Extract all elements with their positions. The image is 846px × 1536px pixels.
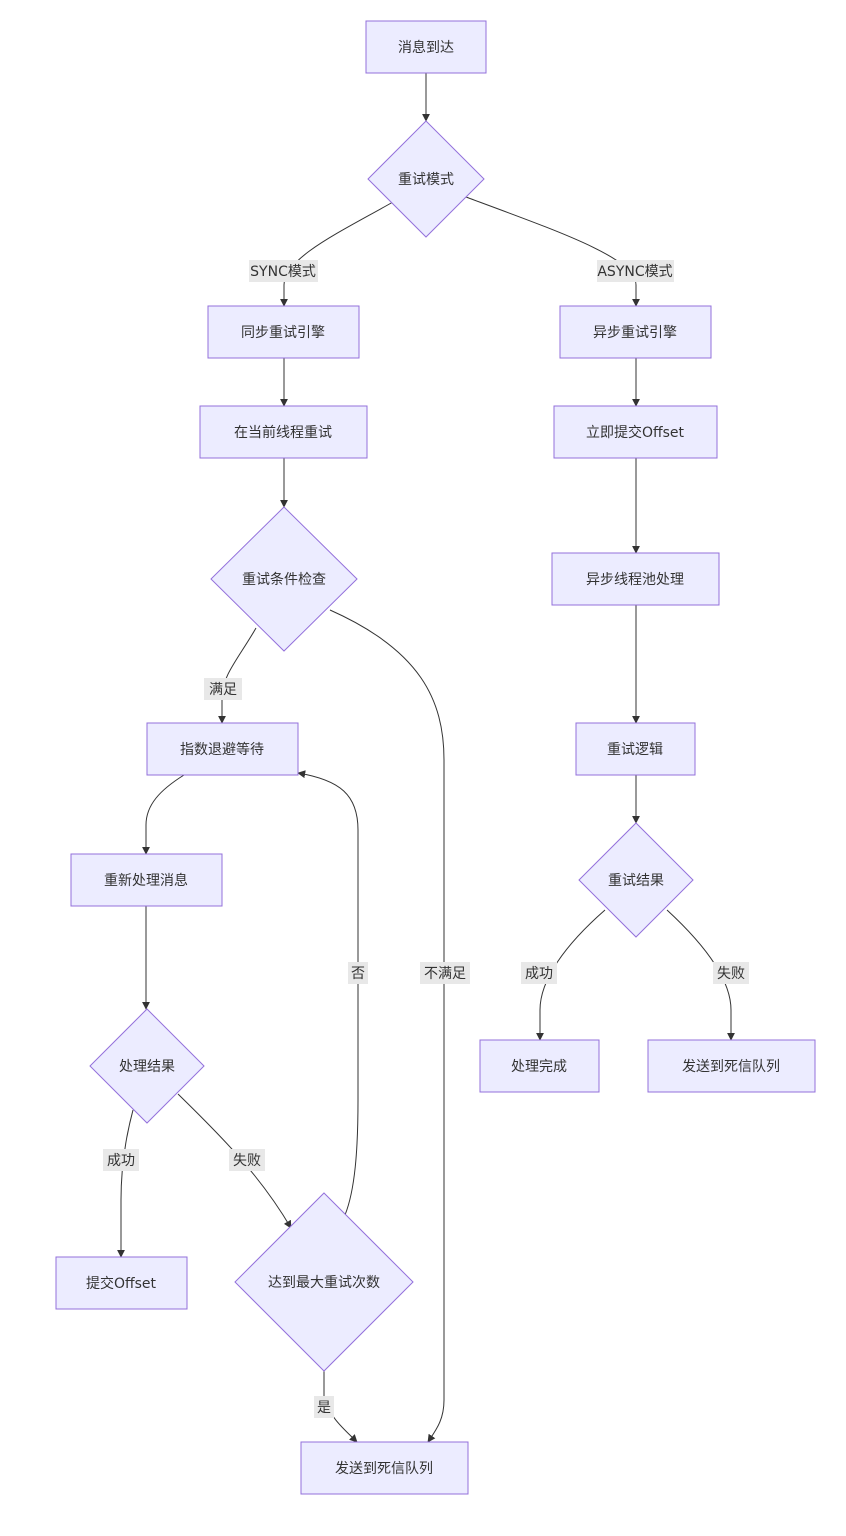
svg-text:失败: 失败 xyxy=(233,1153,261,1169)
node-dlq-sync: 发送到死信队列 xyxy=(300,1441,469,1495)
svg-text:重试条件检查: 重试条件检查 xyxy=(242,571,326,588)
edge-wait-to-reprocess xyxy=(142,774,185,855)
edge-label-not-satisfied: 不满足 xyxy=(420,962,470,984)
edge-check-not-satisfied xyxy=(329,609,445,1443)
node-commit-offset: 提交Offset xyxy=(55,1256,188,1310)
edge-label-sync-mode: SYNC模式 xyxy=(249,260,318,282)
svg-text:否: 否 xyxy=(351,966,365,982)
edge-label-success-async: 成功 xyxy=(521,962,557,984)
svg-text:提交Offset: 提交Offset xyxy=(86,1275,157,1292)
svg-text:重试结果: 重试结果 xyxy=(608,873,664,889)
edge-max-no xyxy=(297,770,359,1216)
edge-label-yes: 是 xyxy=(314,1396,334,1418)
svg-text:重试逻辑: 重试逻辑 xyxy=(607,742,663,758)
node-retry-result: 重试结果 xyxy=(578,822,694,938)
edge-label-success-sync: 成功 xyxy=(103,1149,139,1171)
edge-mode-to-async xyxy=(465,196,640,307)
svg-text:处理结果: 处理结果 xyxy=(119,1059,175,1075)
svg-text:达到最大重试次数: 达到最大重试次数 xyxy=(268,1275,380,1291)
svg-text:消息到达: 消息到达 xyxy=(398,39,454,56)
svg-text:处理完成: 处理完成 xyxy=(511,1059,567,1075)
nodes: 消息到达 重试模式 同步重试引擎 异步重试引擎 在当前线程重试 立即提交Offs… xyxy=(55,20,816,1495)
svg-text:ASYNC模式: ASYNC模式 xyxy=(597,264,672,280)
node-dlq-async: 发送到死信队列 xyxy=(647,1039,816,1093)
node-async-engine: 异步重试引擎 xyxy=(559,305,712,359)
node-sync-engine: 同步重试引擎 xyxy=(207,305,360,359)
svg-text:成功: 成功 xyxy=(525,966,553,982)
svg-text:SYNC模式: SYNC模式 xyxy=(250,264,316,280)
svg-text:失败: 失败 xyxy=(717,966,745,982)
edge-mode-to-sync xyxy=(280,201,394,307)
node-retry-current-thread: 在当前线程重试 xyxy=(199,405,368,459)
svg-text:重新处理消息: 重新处理消息 xyxy=(104,872,188,889)
node-retry-logic: 重试逻辑 xyxy=(575,722,696,776)
edge-label-satisfied: 满足 xyxy=(204,678,242,700)
node-retry-condition-check: 重试条件检查 xyxy=(210,506,358,652)
node-max-retries: 达到最大重试次数 xyxy=(234,1192,414,1372)
svg-text:异步重试引擎: 异步重试引擎 xyxy=(593,325,677,341)
node-async-pool: 异步线程池处理 xyxy=(551,552,720,606)
node-msg-arrive: 消息到达 xyxy=(365,20,487,74)
node-retry-mode: 重试模式 xyxy=(367,120,485,238)
edge-label-fail-sync: 失败 xyxy=(229,1149,265,1171)
svg-text:异步线程池处理: 异步线程池处理 xyxy=(586,572,684,588)
edge-check-satisfied xyxy=(218,627,257,724)
svg-text:是: 是 xyxy=(317,1400,331,1416)
node-reprocess: 重新处理消息 xyxy=(70,853,223,907)
node-process-done: 处理完成 xyxy=(479,1039,600,1093)
node-commit-offset-now: 立即提交Offset xyxy=(553,405,718,459)
svg-text:指数退避等待: 指数退避等待 xyxy=(180,741,264,758)
node-process-result: 处理结果 xyxy=(89,1008,205,1124)
edge-labels: SYNC模式 ASYNC模式 满足 不满足 否 成功 失败 成功 xyxy=(103,260,749,1418)
edge-process-success xyxy=(117,1109,134,1258)
svg-text:重试模式: 重试模式 xyxy=(398,172,454,188)
svg-text:发送到死信队列: 发送到死信队列 xyxy=(682,1059,780,1075)
node-backoff-wait: 指数退避等待 xyxy=(146,722,299,776)
svg-text:发送到死信队列: 发送到死信队列 xyxy=(335,1461,433,1477)
edge-label-no: 否 xyxy=(348,962,368,984)
svg-text:成功: 成功 xyxy=(107,1153,135,1169)
svg-text:不满足: 不满足 xyxy=(424,966,466,982)
edge-label-fail-async: 失败 xyxy=(713,962,749,984)
svg-text:在当前线程重试: 在当前线程重试 xyxy=(234,424,332,441)
svg-text:同步重试引擎: 同步重试引擎 xyxy=(241,325,325,341)
svg-text:满足: 满足 xyxy=(209,682,237,698)
edge-label-async-mode: ASYNC模式 xyxy=(597,260,674,282)
svg-text:立即提交Offset: 立即提交Offset xyxy=(586,424,685,441)
